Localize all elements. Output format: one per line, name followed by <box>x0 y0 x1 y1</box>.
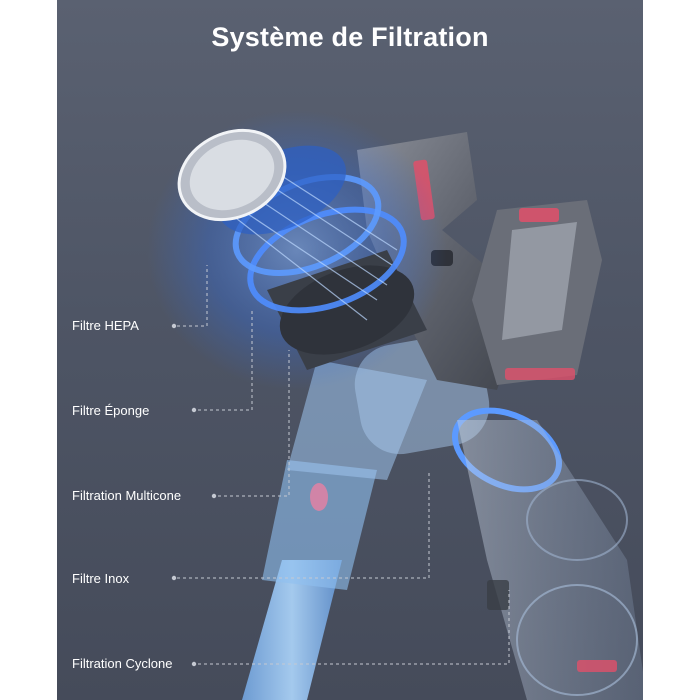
page-title: Système de Filtration <box>211 22 489 52</box>
leader-dots <box>171 323 217 667</box>
label-filtration-multicone: Filtration Multicone <box>72 488 182 503</box>
label-filtre-eponge: Filtre Éponge <box>72 403 150 418</box>
filter-stack <box>147 110 447 390</box>
label-filtration-cyclone: Filtration Cyclone <box>72 656 173 671</box>
tube-button-icon <box>310 483 328 511</box>
label-filtre-hepa: Filtre HEPA <box>72 318 139 333</box>
dust-cup <box>452 407 643 700</box>
wand-tube <box>242 460 377 700</box>
vacuum-illustration <box>147 110 643 700</box>
battery-pack <box>472 200 602 385</box>
label-filtre-inox: Filtre Inox <box>72 571 130 586</box>
leader-lines <box>177 265 510 665</box>
product-image: Système de Filtration Filtre HEPA Filtre… <box>57 0 643 700</box>
